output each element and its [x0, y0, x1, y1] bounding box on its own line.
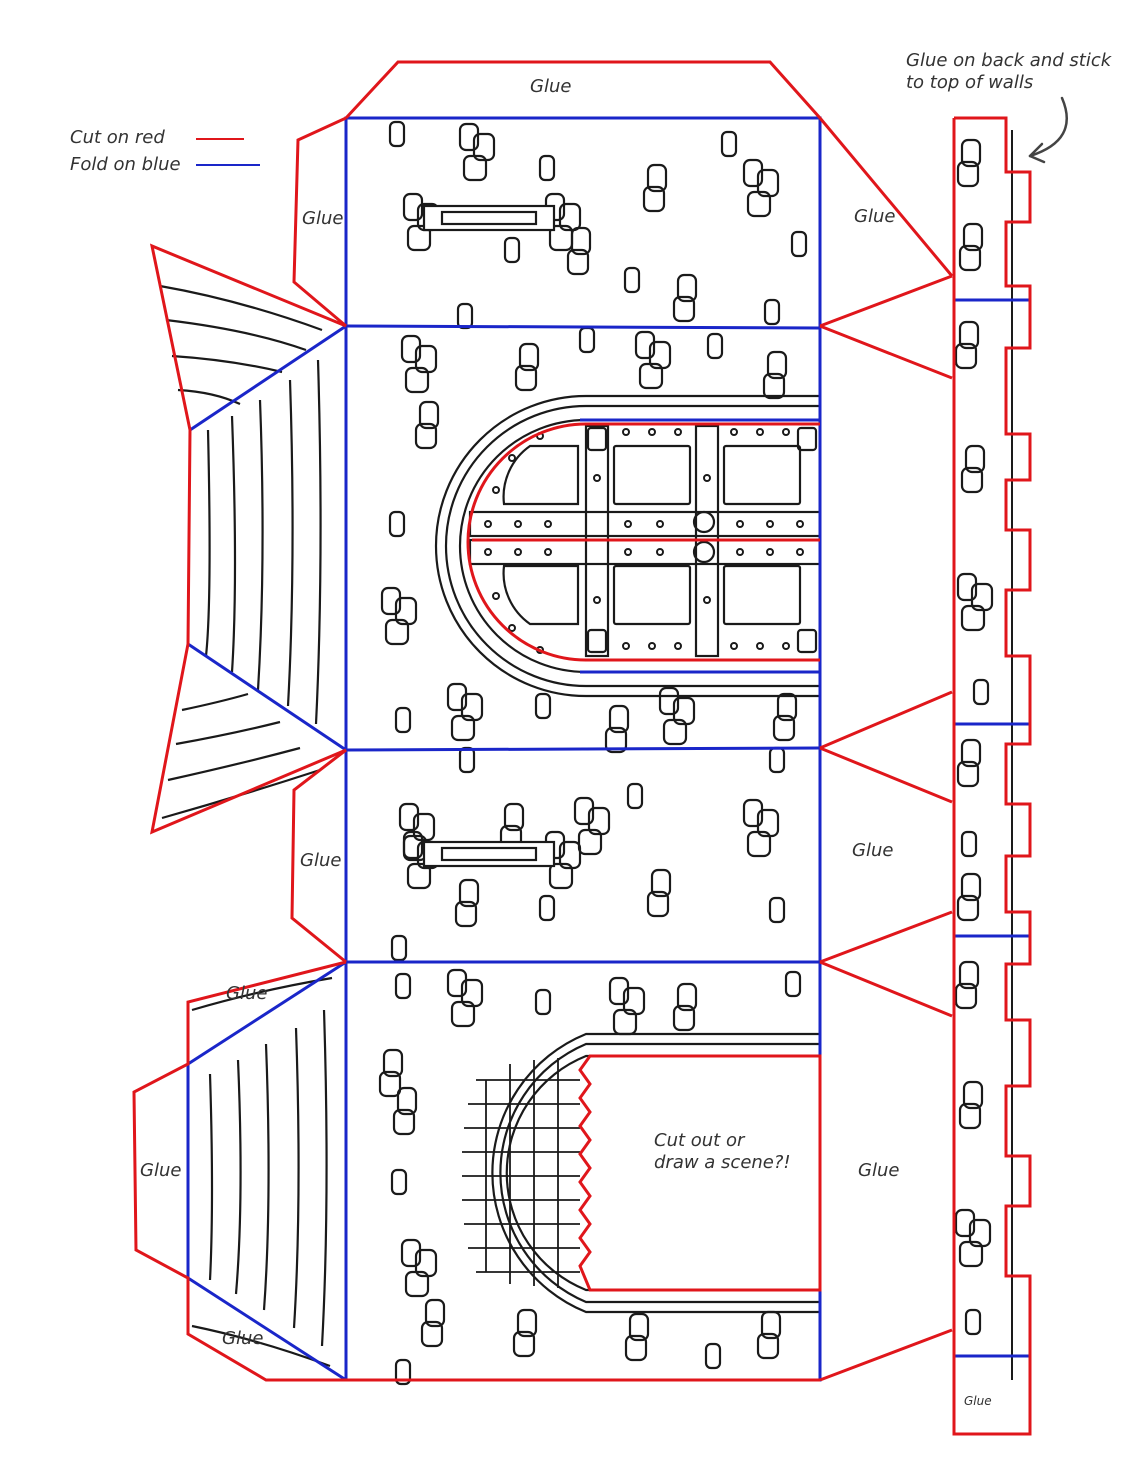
glue-label-strip: Glue	[964, 1394, 992, 1408]
legend-fold-label: Fold on blue	[70, 154, 181, 175]
legend-cut-swatch	[196, 138, 244, 140]
strip-note-line-1: Glue on back and stick	[906, 50, 1112, 71]
strip-note-line-2: to top of walls	[906, 71, 1034, 93]
stone-texture	[378, 120, 994, 1386]
window-slit-upper	[402, 192, 582, 252]
window-note-line-1: Cut out or	[654, 1130, 745, 1151]
glue-label-mid-right: Glue	[852, 840, 894, 861]
glue-label-lower-right: Glue	[858, 1160, 900, 1181]
glue-label-top: Glue	[530, 76, 572, 97]
window-slit-lower	[402, 830, 582, 890]
glue-label-lower-top: Glue	[226, 983, 268, 1004]
fold-lines	[186, 116, 1030, 1382]
legend-cut-label: Cut on red	[70, 127, 165, 148]
window-cutout-note: Cut out or draw a scene?!	[654, 1130, 791, 1173]
legend-fold-swatch	[196, 164, 260, 166]
window-note-line-2: draw a scene?!	[654, 1151, 791, 1173]
glue-label-lower-bottom: Glue	[222, 1328, 264, 1349]
strip-instruction-note: Glue on back and stick to top of walls	[906, 50, 1111, 93]
glue-label-top-left: Glue	[302, 208, 344, 229]
portcullis-arch	[491, 1032, 820, 1314]
cut-lines	[132, 60, 1032, 1436]
door-rivets	[484, 428, 804, 654]
glue-label-mid-left: Glue	[300, 850, 342, 871]
roof-brickwork	[159, 284, 333, 1368]
portcullis-grid	[462, 1058, 580, 1288]
glue-label-top-right: Glue	[854, 206, 896, 227]
castle-door	[434, 394, 822, 698]
glue-label-lower-left: Glue	[140, 1160, 182, 1181]
curved-arrow-icon	[1028, 96, 1068, 164]
